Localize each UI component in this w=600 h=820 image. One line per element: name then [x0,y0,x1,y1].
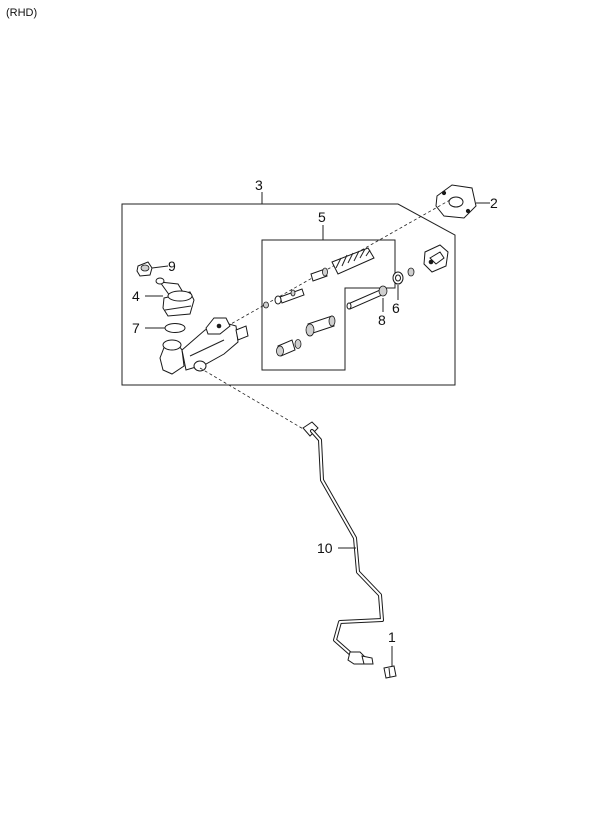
callout-8: 8 [378,312,386,328]
callout-9: 9 [168,258,176,274]
cap-part [136,261,153,277]
callout-5: 5 [318,209,326,225]
ring-part [392,271,404,285]
assembly-outline [121,203,456,386]
o-ring-part [164,323,186,333]
callout-3: 3 [255,177,263,193]
callout-10: 10 [317,540,333,556]
callout-6: 6 [392,300,400,316]
reservoir-adapter-part [155,277,195,317]
clevis-part [423,244,449,273]
spring-part [331,247,375,275]
push-rod-part [346,285,388,310]
callout-1: 1 [388,629,396,645]
callout-2: 2 [490,195,498,211]
gasket-part [435,184,477,219]
kit-5-outline [261,239,396,371]
clutch-pipe-part [302,421,384,665]
master-cylinder-body [159,317,249,375]
kit-small-parts [263,267,336,357]
variant-label: (RHD) [6,7,37,19]
callout-7: 7 [132,320,140,336]
clip-part [383,665,397,679]
callout-4: 4 [132,288,140,304]
